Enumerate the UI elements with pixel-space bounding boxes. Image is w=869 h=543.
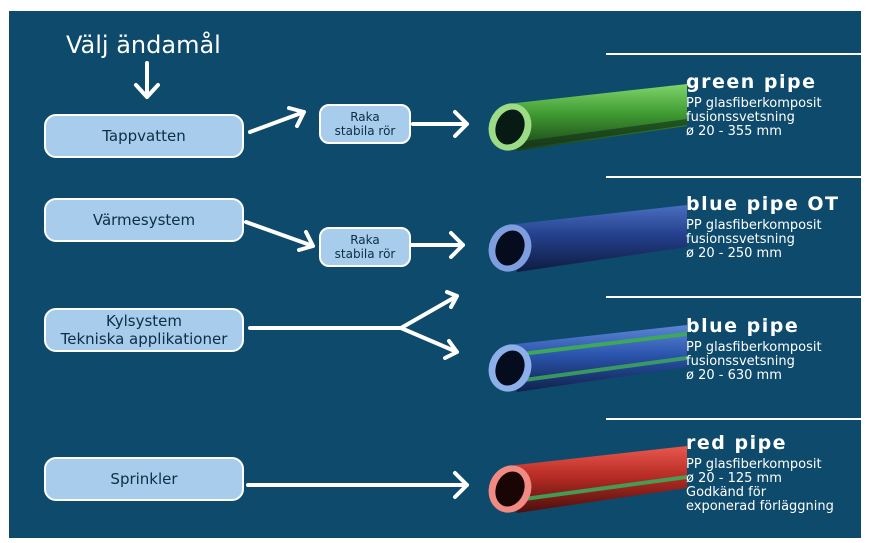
product-line: ø 20 - 355 mm: [686, 124, 782, 139]
use-box-kylsystem[interactable]: Kylsystem Tekniska applikationer: [44, 308, 244, 352]
use-box-varmesystem[interactable]: Värmesystem: [44, 198, 244, 242]
pipe-image-blue-ot: [488, 205, 687, 272]
product-line: Godkänd för: [686, 485, 767, 500]
product-line: fusionssvetsning: [686, 232, 795, 247]
product-desc-red: PP glasfiberkomposit ø 20 - 125 mm Godkä…: [686, 458, 834, 514]
product-line: fusionssvetsning: [686, 110, 795, 125]
product-line: exponerad förläggning: [686, 499, 834, 514]
use-box-tappvatten[interactable]: Tappvatten: [44, 114, 244, 158]
pipe-image-green: [488, 84, 687, 151]
arrow-raka1-to-green: [411, 110, 469, 138]
separator-rule: [606, 296, 861, 298]
arrow-kylsystem-fork: [248, 290, 459, 360]
product-line: ø 20 - 630 mm: [686, 368, 782, 383]
intermediate-label-1a: Raka: [350, 110, 380, 124]
product-title-green: green pipe: [686, 71, 817, 93]
arrow-tappvatten-to-raka: [248, 106, 306, 134]
use-label-tappvatten: Tappvatten: [102, 127, 186, 145]
product-desc-blue: PP glasfiberkomposit fusionssvetsning ø …: [686, 341, 822, 383]
product-desc-blue-ot: PP glasfiberkomposit fusionssvetsning ø …: [686, 219, 822, 261]
separator-rule: [606, 418, 861, 420]
use-label-tekniska: Tekniska applikationer: [60, 330, 228, 348]
product-title-blue: blue pipe: [686, 315, 800, 337]
arrow-varme-to-raka: [244, 220, 315, 252]
use-box-sprinkler[interactable]: Sprinkler: [44, 457, 244, 501]
product-line: PP glasfiberkomposit: [686, 457, 822, 472]
arrows-layer: [134, 61, 469, 499]
product-line: fusionssvetsning: [686, 354, 795, 369]
arrow-raka2-to-blueot: [405, 231, 465, 259]
product-line: PP glasfiberkomposit: [686, 218, 822, 233]
intermediate-box-2[interactable]: Raka stabila rör: [319, 227, 411, 267]
diagram-panel: Välj ändamål Tappvatten Värmesystem Kyls…: [9, 11, 861, 538]
pipe-image-red: [488, 446, 687, 513]
pipe-image-blue: [488, 325, 687, 392]
use-label-varmesystem: Värmesystem: [92, 211, 196, 229]
use-label-sprinkler: Sprinkler: [110, 470, 178, 488]
heading: Välj ändamål: [66, 31, 221, 59]
product-line: PP glasfiberkomposit: [686, 96, 822, 111]
product-title-red: red pipe: [686, 432, 788, 454]
product-line: PP glasfiberkomposit: [686, 340, 822, 355]
arrow-sprinkler-to-red: [246, 471, 469, 499]
intermediate-box-1[interactable]: Raka stabila rör: [319, 104, 411, 144]
separator-rule: [606, 176, 861, 178]
product-title-blue-ot: blue pipe OT: [686, 193, 840, 215]
down-arrow: [134, 61, 160, 99]
product-line: ø 20 - 250 mm: [686, 246, 782, 261]
intermediate-label-1b: stabila rör: [334, 124, 396, 138]
use-label-kylsystem: Kylsystem: [105, 312, 183, 330]
intermediate-label-2b: stabila rör: [334, 247, 396, 261]
separator-rule: [606, 53, 861, 55]
intermediate-label-2a: Raka: [350, 233, 380, 247]
product-desc-green: PP glasfiberkomposit fusionssvetsning ø …: [686, 97, 822, 139]
product-line: ø 20 - 125 mm: [686, 471, 782, 486]
